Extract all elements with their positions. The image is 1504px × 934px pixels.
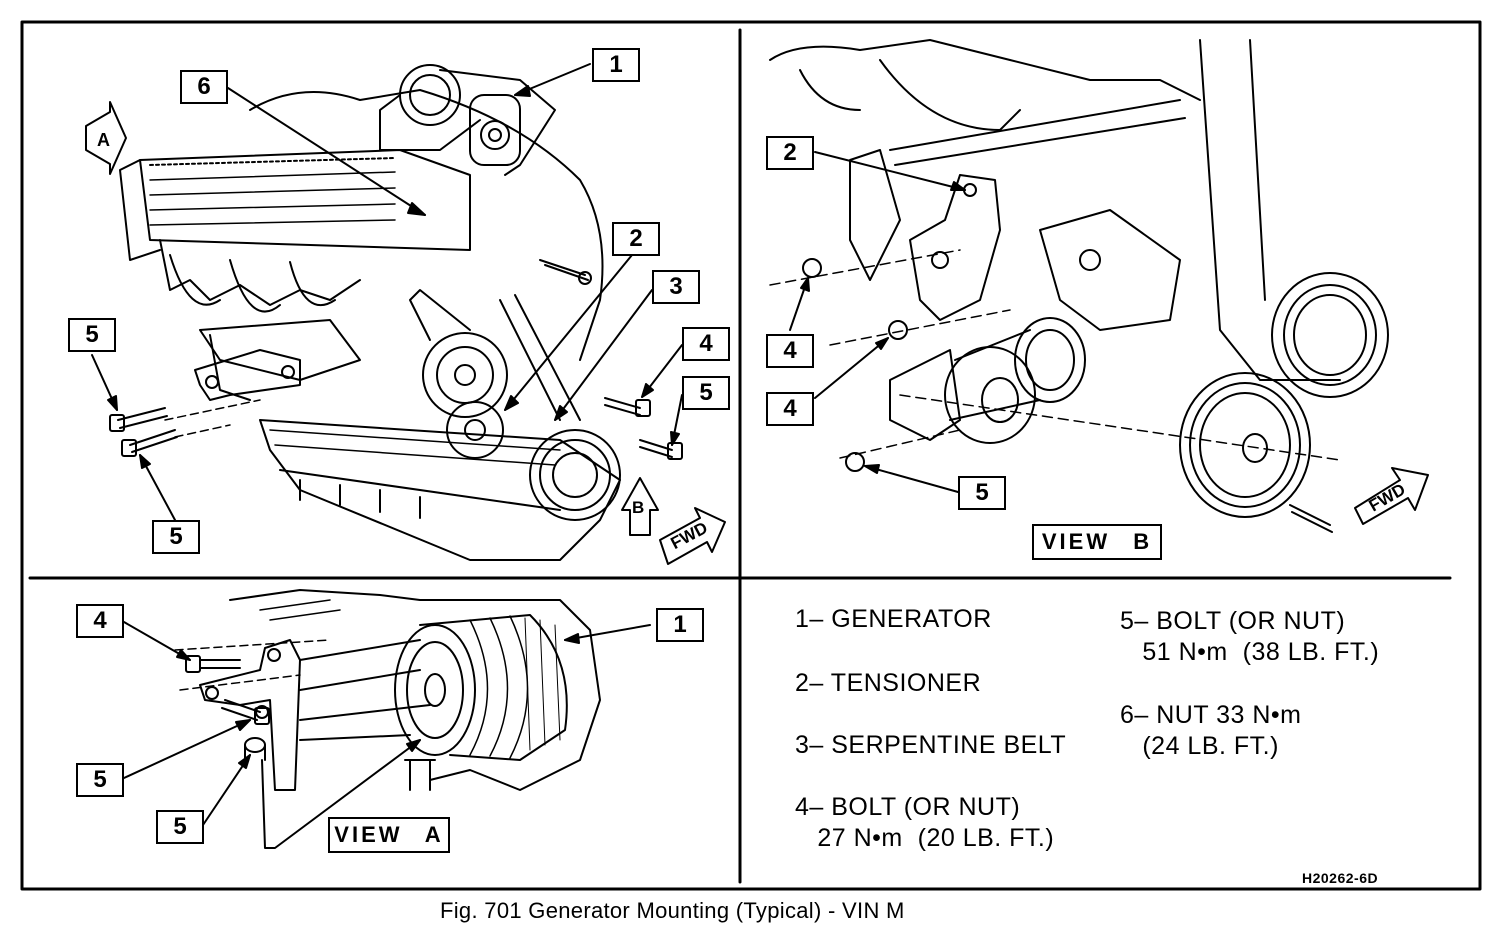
callout-6-nut: 6 bbox=[180, 70, 228, 104]
legend-item-4: 4– BOLT (OR NUT) 27 N•m (20 LB. FT.) bbox=[795, 793, 1055, 852]
legend-item-2: 2– TENSIONER bbox=[795, 669, 982, 697]
callout-4-bolt-view-b-upper: 4 bbox=[766, 334, 814, 368]
view-a-illustration bbox=[123, 589, 651, 849]
callout-5-nut-view-a-lower: 5 bbox=[156, 810, 204, 844]
legend-item-3: 3– SERPENTINE BELT bbox=[795, 731, 1067, 759]
reference-code: H20262-6D bbox=[1302, 870, 1379, 886]
view-b-label: VIEW B bbox=[1032, 524, 1162, 560]
legend-item-5: 5– BOLT (OR NUT) 51 N•m (38 LB. FT.) bbox=[1120, 607, 1380, 666]
fwd-arrow-shape-right bbox=[1354, 467, 1429, 525]
engine-illustration bbox=[85, 63, 726, 565]
callout-5-bolt-view-a-upper: 5 bbox=[76, 763, 124, 797]
callout-3-serpentine-belt: 3 bbox=[652, 270, 700, 304]
fwd-arrow-shape-left bbox=[659, 507, 726, 565]
view-a-arrow-shape bbox=[85, 101, 127, 175]
outer-frame bbox=[20, 20, 1482, 891]
view-a-label: VIEW A bbox=[328, 817, 450, 853]
callout-1-generator: 1 bbox=[592, 48, 640, 82]
figure-caption: Fig. 701 Generator Mounting (Typical) - … bbox=[440, 898, 905, 923]
callout-2-tensioner-view-b: 2 bbox=[766, 136, 814, 170]
view-b-arrow-shape bbox=[621, 477, 659, 536]
callout-5-bolt-lower-left: 5 bbox=[152, 520, 200, 554]
callout-4-bolt-view-a: 4 bbox=[76, 604, 124, 638]
view-b-arrow-label: B bbox=[632, 498, 645, 517]
callout-5-bolt-view-b: 5 bbox=[958, 476, 1006, 510]
view-b-illustration bbox=[769, 39, 1429, 533]
callout-1-generator-view-a: 1 bbox=[656, 608, 704, 642]
callout-2-tensioner: 2 bbox=[612, 222, 660, 256]
callout-4-bolt-view-b-lower: 4 bbox=[766, 392, 814, 426]
view-a-arrow-label: A bbox=[97, 130, 110, 150]
callout-5-bolt-upper-left: 5 bbox=[68, 318, 116, 352]
callout-4-bolt: 4 bbox=[682, 327, 730, 361]
callout-5-bolt-right: 5 bbox=[682, 376, 730, 410]
legend-item-1: 1– GENERATOR bbox=[795, 605, 992, 633]
legend-item-6: 6– NUT 33 N•m (24 LB. FT.) bbox=[1120, 701, 1302, 760]
